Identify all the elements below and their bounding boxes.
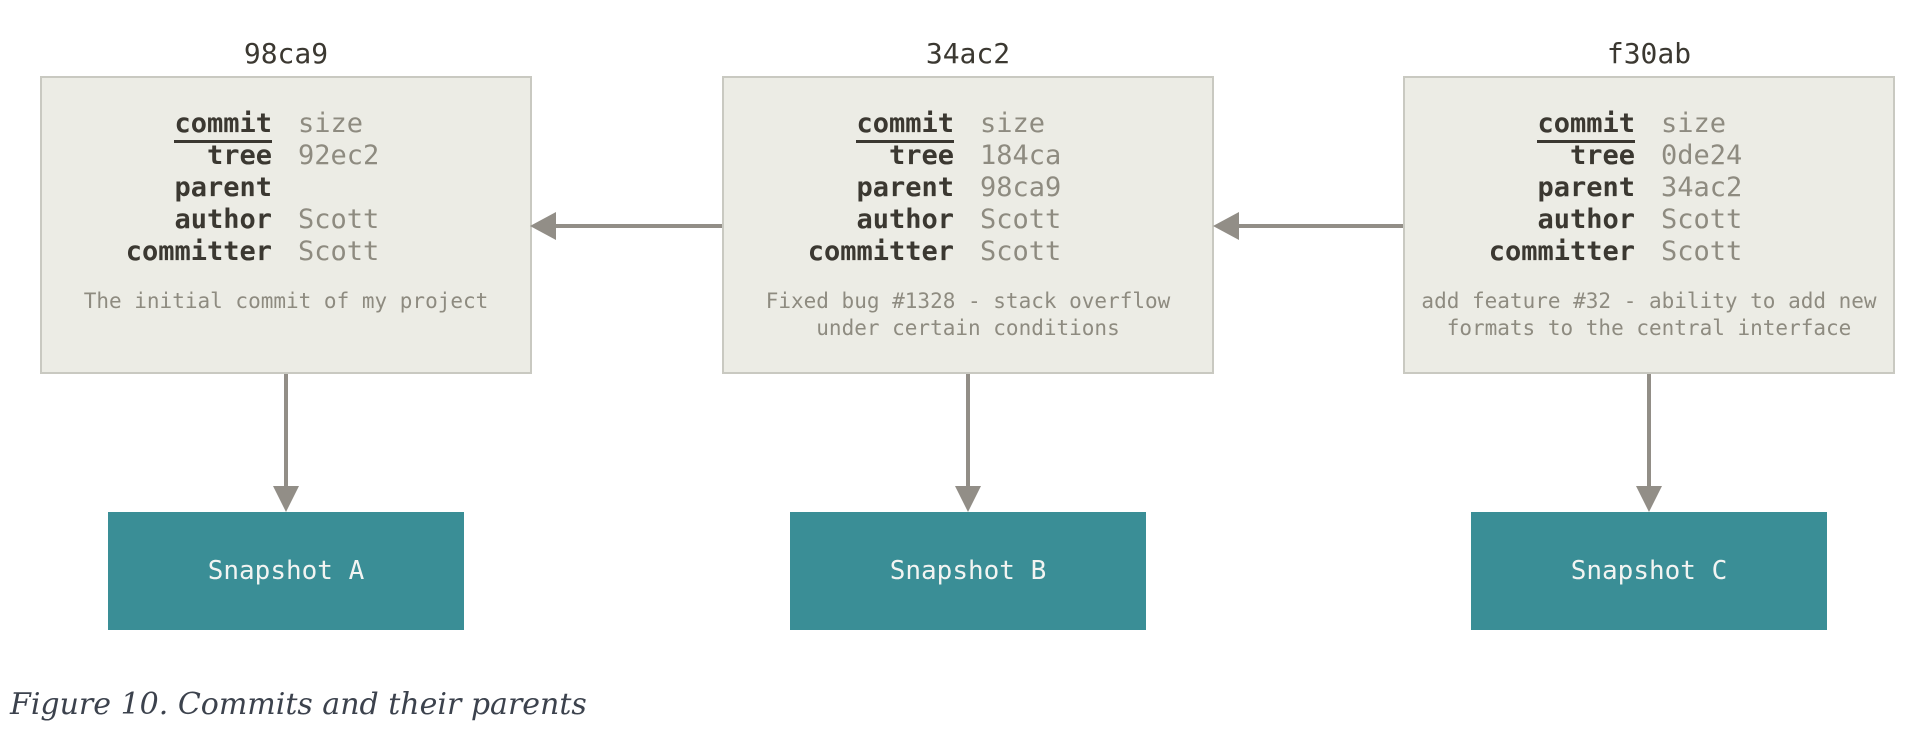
field-value: 0de24 <box>1661 140 1743 171</box>
field-row-author: author Scott <box>42 204 530 236</box>
field-label: commit <box>174 108 272 143</box>
commit-message-line: Fixed bug #1328 - stack overflow <box>765 289 1171 313</box>
field-row-committer: committer Scott <box>42 236 530 268</box>
snapshot-label: Snapshot C <box>1570 556 1728 586</box>
left-arrowhead-icon <box>1213 212 1239 240</box>
snapshot-box: Snapshot C <box>1471 512 1827 630</box>
field-value: Scott <box>1661 204 1743 235</box>
snapshot-box: Snapshot A <box>108 512 464 630</box>
commit-message-line: under certain conditions <box>816 316 1120 340</box>
down-arrowhead-icon <box>273 486 299 512</box>
field-value: 98ca9 <box>980 172 1062 203</box>
field-row-committer: committer Scott <box>1405 236 1893 268</box>
field-label: committer <box>1488 236 1635 267</box>
field-row-tree: tree 184ca <box>724 140 1212 172</box>
down-arrowhead-icon <box>1636 486 1662 512</box>
field-value: Scott <box>1661 236 1743 267</box>
figure-caption: Figure 10. Commits and their parents <box>10 687 587 722</box>
commit-column-2: 34ac2 commit size tree 184ca parent 98ca9 a… <box>722 0 1214 742</box>
field-label: author <box>1537 204 1635 235</box>
commit-column-3: f30ab commit size tree 0de24 parent 34ac2 a… <box>1403 0 1895 742</box>
field-label: parent <box>856 172 954 203</box>
commit-id: 34ac2 <box>925 37 1011 70</box>
field-label: tree <box>1569 140 1635 171</box>
field-row-author: author Scott <box>1405 204 1893 236</box>
arrow-commit-to-snapshot-line <box>1647 374 1651 486</box>
field-value: Scott <box>980 236 1062 267</box>
field-row-commit: commit size <box>724 108 1212 143</box>
arrow-commit-to-snapshot-line <box>284 374 288 486</box>
field-value: 184ca <box>980 140 1062 171</box>
field-label: parent <box>1537 172 1635 203</box>
field-value: size <box>1661 108 1727 139</box>
commit-message: add feature #32 - ability to add new for… <box>1405 288 1893 342</box>
field-label: committer <box>125 236 272 267</box>
field-row-tree: tree 92ec2 <box>42 140 530 172</box>
field-row-tree: tree 0de24 <box>1405 140 1893 172</box>
commit-id: 98ca9 <box>243 37 329 70</box>
arrow-commit-to-snapshot-line <box>966 374 970 486</box>
commit-id: f30ab <box>1606 37 1692 70</box>
commit-message-line: add feature #32 - ability to add new <box>1421 289 1877 313</box>
field-row-commit: commit size <box>42 108 530 143</box>
field-row-commit: commit size <box>1405 108 1893 143</box>
field-value: size <box>980 108 1046 139</box>
field-value: Scott <box>298 236 380 267</box>
field-row-parent: parent 34ac2 <box>1405 172 1893 204</box>
arrow-commit3-to-commit2-line <box>1239 224 1403 228</box>
field-row-parent: parent <box>42 172 530 204</box>
arrow-commit2-to-commit1-line <box>556 224 722 228</box>
snapshot-label: Snapshot A <box>207 556 365 586</box>
field-row-author: author Scott <box>724 204 1212 236</box>
field-row-committer: committer Scott <box>724 236 1212 268</box>
field-label: author <box>174 204 272 235</box>
commit-message: The initial commit of my project <box>42 288 530 315</box>
field-row-parent: parent 98ca9 <box>724 172 1212 204</box>
field-label: tree <box>206 140 272 171</box>
field-label: commit <box>856 108 954 143</box>
field-label: parent <box>174 172 272 203</box>
field-label: committer <box>807 236 954 267</box>
field-label: tree <box>888 140 954 171</box>
commit-message-line: formats to the central interface <box>1446 316 1852 340</box>
commit-message: Fixed bug #1328 - stack overflow under c… <box>724 288 1212 342</box>
field-label: author <box>856 204 954 235</box>
commit-column-1: 98ca9 commit size tree 92ec2 parent author… <box>40 0 532 742</box>
field-value: 34ac2 <box>1661 172 1743 203</box>
field-label: commit <box>1537 108 1635 143</box>
snapshot-box: Snapshot B <box>790 512 1146 630</box>
field-value: Scott <box>980 204 1062 235</box>
field-value: size <box>298 108 364 139</box>
left-arrowhead-icon <box>530 212 556 240</box>
snapshot-label: Snapshot B <box>889 556 1047 586</box>
down-arrowhead-icon <box>955 486 981 512</box>
commit-message-line: The initial commit of my project <box>83 289 489 313</box>
field-value: 92ec2 <box>298 140 380 171</box>
field-value: Scott <box>298 204 380 235</box>
